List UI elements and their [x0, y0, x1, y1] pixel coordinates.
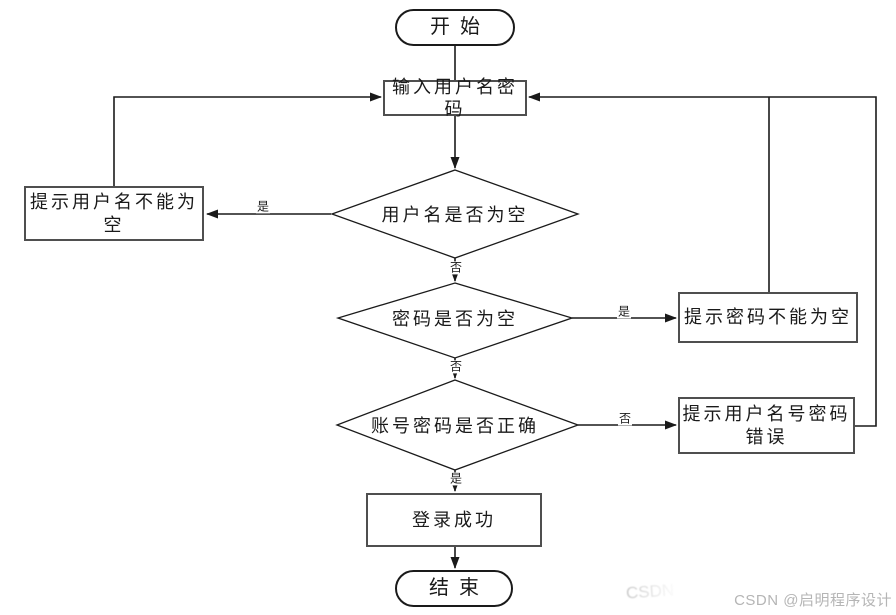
node-prompt-password-empty: 提示密码不能为空	[678, 292, 858, 343]
node-input-credentials-label: 输入用户名密码	[392, 76, 518, 120]
node-end-label: 结束	[429, 577, 489, 599]
decision-credentials-correct-shape	[335, 379, 580, 471]
node-prompt-credentials-wrong: 提示用户名号密码错误	[678, 397, 855, 454]
edge-prompt-username-loop-to-input	[113, 92, 382, 186]
node-end: 结束	[395, 570, 513, 607]
node-start-label: 开始	[430, 16, 490, 38]
node-start: 开始	[395, 9, 515, 46]
watermark-csdn-author: CSDN @启明程序设计	[734, 592, 892, 609]
decision-password-empty-shape	[335, 282, 575, 359]
node-prompt-credentials-wrong-label: 提示用户名号密码错误	[682, 404, 851, 447]
node-prompt-password-empty-label: 提示密码不能为空	[684, 307, 852, 328]
node-prompt-username-empty-label: 提示用户名不能为空	[30, 192, 198, 235]
edge-label-credentials-no: 否	[617, 411, 633, 426]
edge-label-password-no: 否	[448, 359, 464, 374]
node-login-success: 登录成功	[366, 493, 542, 547]
edge-label-username-no: 否	[448, 260, 464, 275]
edge-prompt-error-loop-to-input	[528, 92, 877, 427]
node-input-credentials: 输入用户名密码	[383, 77, 527, 119]
node-prompt-username-empty: 提示用户名不能为空	[24, 186, 204, 241]
watermark-faint-csdn: CSDN	[625, 580, 675, 603]
decision-username-empty-shape	[330, 169, 580, 259]
node-login-success-label: 登录成功	[412, 509, 496, 530]
edge-label-password-yes: 是	[616, 304, 632, 319]
edge-label-credentials-yes: 是	[448, 471, 464, 486]
edge-label-username-yes: 是	[255, 199, 271, 214]
